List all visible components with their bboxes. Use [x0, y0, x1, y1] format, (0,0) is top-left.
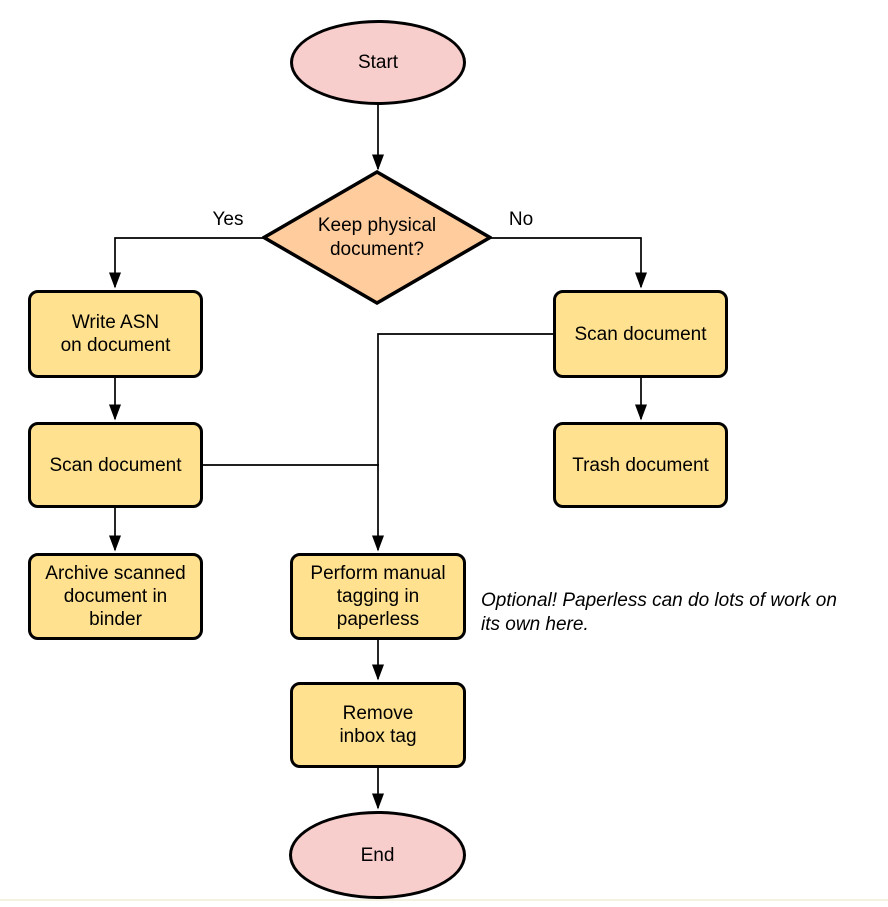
node-decision: Keep physical document?: [262, 170, 492, 305]
node-manual-tagging: Perform manual tagging in paperless: [290, 553, 466, 640]
canvas-bottom-edge: [0, 899, 888, 901]
edge-label-yes: Yes: [212, 209, 244, 230]
node-scan-document-left: Scan document: [28, 422, 203, 508]
edge-decision-no-to-scan: [490, 237, 647, 289]
edge-label-no: No: [508, 209, 534, 230]
node-remove-inbox-tag: Remove inbox tag: [290, 682, 466, 768]
node-start: Start: [290, 20, 466, 105]
optional-note: Optional! Paperless can do lots of work …: [481, 590, 837, 635]
node-trash-document: Trash document: [553, 422, 728, 508]
node-scan-document-right: Scan document: [553, 290, 728, 378]
edge-decision-yes-to-write-asn: [109, 237, 264, 289]
edge-scan-right-to-tagging: [372, 333, 553, 552]
node-end: End: [289, 811, 466, 899]
decision-label: Keep physical document?: [317, 214, 437, 260]
diamond-shape: [262, 170, 492, 305]
node-archive-binder: Archive scanned document in binder: [28, 553, 203, 640]
node-write-asn: Write ASN on document: [28, 290, 203, 378]
